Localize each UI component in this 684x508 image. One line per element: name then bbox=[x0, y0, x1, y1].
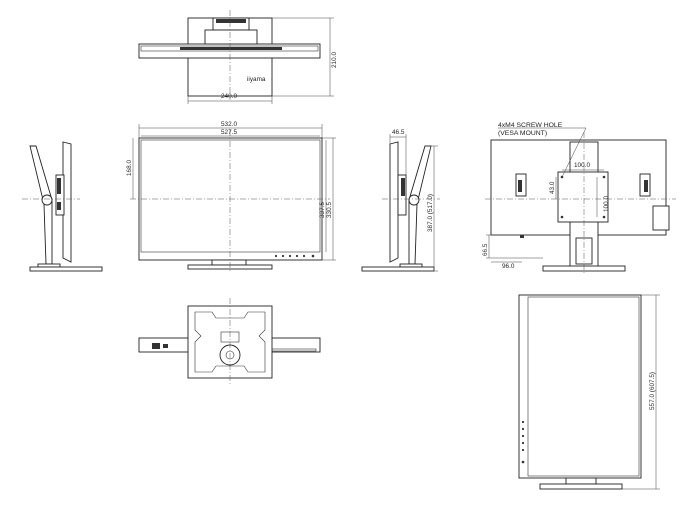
top-view-neck-hinge bbox=[216, 19, 246, 23]
right-side-height-label: 387.0 (517.0) bbox=[427, 194, 434, 232]
mount-offset-label: 43.0 bbox=[549, 181, 556, 194]
front-button-2 bbox=[281, 254, 285, 258]
vesa-hole-top-right bbox=[602, 175, 606, 179]
pivot-height-label: 557.0 (607.5) bbox=[649, 372, 656, 410]
screw-hole-note-line2: (VESA MOUNT) bbox=[498, 130, 547, 137]
front-power-button bbox=[311, 254, 315, 258]
right-side-vent bbox=[401, 178, 405, 196]
left-side-view bbox=[22, 141, 103, 272]
top-view-panel-edge bbox=[140, 45, 319, 52]
pivot-button-3 bbox=[521, 434, 525, 438]
pivot-view-stand-base bbox=[539, 483, 623, 490]
left-side-stand-base bbox=[29, 266, 103, 272]
top-view-vent bbox=[180, 47, 282, 50]
top-view: iiyama 210.0 240.0 bbox=[138, 10, 338, 104]
pivot-view-screen bbox=[527, 296, 640, 477]
rear-view-speaker-left-grille bbox=[518, 180, 522, 192]
front-screen-height-label: 337.5 bbox=[319, 202, 326, 218]
front-button-3 bbox=[288, 254, 292, 258]
right-side-hinge bbox=[408, 194, 420, 206]
bottom-view-base-ribs bbox=[194, 311, 266, 373]
front-button-4 bbox=[295, 254, 299, 258]
bottom-view-port-1 bbox=[152, 343, 160, 349]
right-side-panel bbox=[389, 141, 399, 263]
left-side-hinge bbox=[41, 194, 53, 206]
top-view-depth-label: 210.0 bbox=[331, 52, 338, 68]
rear-view-vesa-plate bbox=[557, 171, 609, 223]
front-view-stand-neck bbox=[211, 259, 247, 266]
left-side-port bbox=[57, 202, 61, 210]
bottom-offset-label: 96.0 bbox=[502, 263, 515, 270]
right-side-stand-neck bbox=[399, 263, 423, 268]
bottom-height-label: 66.5 bbox=[482, 243, 489, 256]
front-button-1 bbox=[274, 254, 278, 258]
pivot-view-buttons bbox=[521, 420, 525, 464]
vesa-hole-bottom-right bbox=[602, 215, 606, 219]
front-panel-height-label: 330.5 bbox=[326, 202, 333, 218]
pivot-button-1 bbox=[521, 420, 525, 424]
rear-view-usb-hub bbox=[652, 205, 670, 231]
pivot-button-5 bbox=[521, 448, 525, 452]
right-side-stand-base bbox=[361, 266, 435, 272]
front-view: 532.0 527.5 168.0 337.5 330.5 bbox=[126, 121, 336, 272]
front-view-buttons bbox=[274, 254, 315, 258]
pivot-button-4 bbox=[521, 441, 525, 445]
left-side-stand-neck bbox=[37, 263, 61, 268]
vesa-height-label: 100.0 bbox=[603, 196, 610, 212]
pivot-view: 557.0 (607.5) bbox=[518, 294, 660, 490]
front-view-screen bbox=[140, 139, 321, 253]
front-panel-width-label: 532.0 bbox=[221, 121, 237, 128]
vesa-hole-bottom-left bbox=[560, 215, 564, 219]
screw-hole-note-line1: 4xM4 SCREW HOLE bbox=[498, 122, 563, 129]
left-side-vent bbox=[57, 178, 61, 194]
screw-hole-leader bbox=[498, 127, 587, 178]
pivot-button-2 bbox=[521, 427, 525, 431]
top-view-mount bbox=[204, 29, 258, 45]
pivot-power-button bbox=[521, 460, 525, 464]
rear-view: 4xM4 SCREW HOLE (VESA MOUNT) 100.0 100.0… bbox=[482, 122, 676, 274]
right-side-view: 46.5 387.0 (517.0) bbox=[361, 129, 440, 272]
front-half-height-label: 168.0 bbox=[126, 160, 133, 176]
right-side-thickness-label: 46.5 bbox=[392, 129, 405, 136]
bottom-view-port-2 bbox=[163, 344, 168, 348]
vesa-width-label: 100.0 bbox=[574, 162, 590, 169]
rear-view-speaker-right-grille bbox=[644, 180, 648, 192]
rear-view-kensington-slot bbox=[520, 235, 524, 238]
pivot-view-stand-neck bbox=[565, 477, 597, 485]
top-view-width-label: 240.0 bbox=[221, 93, 237, 100]
left-side-rear-housing bbox=[55, 174, 65, 216]
top-view-logo: iiyama bbox=[247, 76, 266, 83]
front-button-5 bbox=[302, 254, 306, 258]
pivot-view-bezel bbox=[518, 294, 642, 479]
bottom-view bbox=[138, 298, 321, 384]
left-side-panel bbox=[62, 141, 72, 263]
front-screen-width-label: 527.5 bbox=[221, 129, 237, 136]
